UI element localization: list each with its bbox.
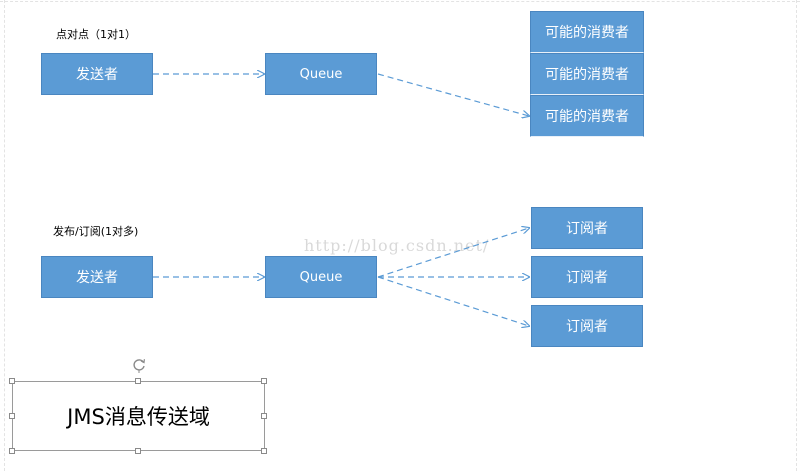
pubsub-sender-box[interactable]: 发送者	[41, 256, 153, 298]
resize-handle-bottom-center[interactable]	[135, 448, 141, 454]
pubsub-subscriber-box-1[interactable]: 订阅者	[531, 207, 643, 249]
p2p-queue-to-consumer-arrow	[377, 73, 529, 116]
resize-handle-top-right[interactable]	[261, 378, 267, 384]
p2p-consumers-stack: 可能的消费者 可能的消费者 可能的消费者	[530, 11, 644, 137]
pubsub-queue-to-subscriber-3-arrow	[377, 276, 529, 326]
pubsub-subscriber-box-3[interactable]: 订阅者	[531, 305, 643, 347]
p2p-queue-box[interactable]: Queue	[265, 53, 377, 95]
p2p-heading: 点对点（1对1）	[56, 28, 136, 41]
p2p-consumer-box-1[interactable]: 可能的消费者	[530, 11, 644, 53]
page-edge-top	[0, 1, 800, 2]
resize-handle-middle-right[interactable]	[261, 413, 267, 419]
pubsub-queue-to-subscriber-1-arrow	[377, 228, 529, 278]
resize-handle-bottom-right[interactable]	[261, 448, 267, 454]
p2p-consumer-box-2[interactable]: 可能的消费者	[530, 53, 644, 95]
watermark: http://blog.csdn.net/	[304, 236, 490, 255]
page-edge-left	[4, 0, 5, 471]
resize-handle-top-center[interactable]	[135, 378, 141, 384]
pubsub-queue-box[interactable]: Queue	[265, 256, 377, 298]
rotate-handle-icon[interactable]	[131, 357, 147, 373]
resize-handle-middle-left[interactable]	[9, 413, 15, 419]
p2p-sender-box[interactable]: 发送者	[41, 53, 153, 95]
pubsub-subscriber-box-2[interactable]: 订阅者	[531, 256, 643, 298]
resize-handle-bottom-left[interactable]	[9, 448, 15, 454]
resize-handle-top-left[interactable]	[9, 378, 15, 384]
page-edge-right	[796, 0, 797, 471]
p2p-consumer-box-3[interactable]: 可能的消费者	[530, 95, 644, 137]
pubsub-heading: 发布/订阅(1对多)	[53, 225, 139, 238]
caption-textbox[interactable]: JMS消息传送域	[12, 381, 265, 451]
